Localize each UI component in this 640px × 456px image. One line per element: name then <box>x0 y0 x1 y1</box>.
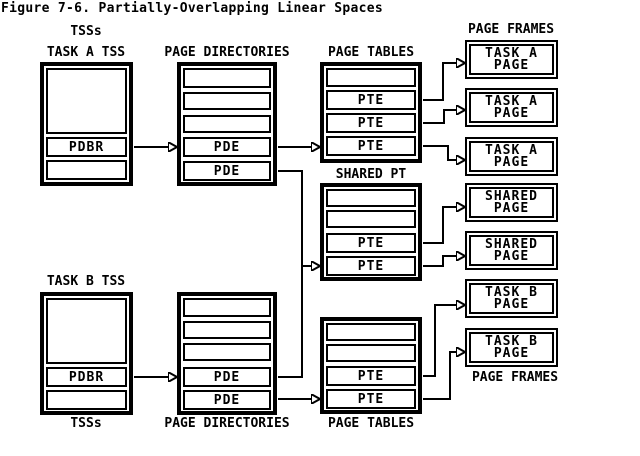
page-table-a-box: PTE PTE PTE <box>320 62 422 163</box>
pd-a-cell-pde-2: PDE <box>183 161 271 181</box>
tss-a-cell-empty-bottom <box>46 160 127 180</box>
pd-a-cell-2 <box>183 92 271 110</box>
label-page-tables-bottom: PAGE TABLES <box>327 416 415 431</box>
pt-b-cell-2 <box>326 344 416 362</box>
pd-b-cell-pde-2: PDE <box>183 390 271 410</box>
page-frame-label: SHARED <box>485 188 538 204</box>
page-table-shared-box: PTE PTE <box>320 183 422 281</box>
task-a-tss-box: PDBR <box>40 62 133 186</box>
pt-a-cell-pte-2: PTE <box>326 113 416 133</box>
label-shared-pt: SHARED PT <box>335 167 407 182</box>
pt-a-cell-pte-3: PTE <box>326 136 416 156</box>
label-page-frames-bottom: PAGE FRAMES <box>471 370 559 385</box>
label-page-directories-bottom: PAGE DIRECTORIES <box>164 416 290 431</box>
page-table-b-box: PTE PTE <box>320 317 422 414</box>
figure-title: Figure 7-6. Partially-Overlapping Linear… <box>1 1 383 16</box>
page-frame-label: SHARED <box>485 236 538 252</box>
pd-a-cell-3 <box>183 115 271 133</box>
page-frame-label: TASK A <box>485 45 538 61</box>
page-frame-label: TASK B <box>485 284 538 300</box>
line-shared-trunk-pde-a2-and-pde-b1 <box>278 170 303 378</box>
pt-shared-cell-pte-2: PTE <box>326 256 416 276</box>
tss-b-cell-empty-bottom <box>46 390 127 410</box>
pt-shared-cell-pte-1: PTE <box>326 233 416 253</box>
task-b-tss-inner-border <box>42 294 131 413</box>
label-task-a-tss: TASK A TSS <box>46 45 126 60</box>
page-directory-b-inner-border <box>179 294 275 413</box>
arrow-pte-a3-to-task-a-page-3 <box>423 145 456 160</box>
tss-a-cell-empty-top <box>46 68 127 134</box>
page-table-shared-inner-border <box>322 185 420 279</box>
arrow-pte-a2-to-task-a-page-2 <box>423 110 456 124</box>
pt-shared-cell-2 <box>326 210 416 228</box>
arrow-shared-pte-1-to-shared-page-1 <box>423 207 456 244</box>
page-directory-a-inner-border <box>179 64 275 184</box>
pt-b-cell-pte-2: PTE <box>326 389 416 409</box>
pd-b-cell-2 <box>183 321 271 339</box>
label-page-directories-top: PAGE DIRECTORIES <box>164 45 290 60</box>
pt-a-cell-1 <box>326 68 416 87</box>
arrow-pte-a1-to-task-a-page-1 <box>423 63 456 101</box>
tss-b-cell-pdbr: PDBR <box>46 367 127 387</box>
page-table-a-inner-border <box>322 64 420 161</box>
pd-a-cell-1 <box>183 68 271 88</box>
arrow-shared-pte-2-to-shared-page-2 <box>423 256 456 267</box>
tss-a-cell-pdbr: PDBR <box>46 137 127 157</box>
page-table-b-inner-border <box>322 319 420 412</box>
pd-b-cell-3 <box>183 343 271 361</box>
task-b-tss-box: PDBR <box>40 292 133 415</box>
pt-a-cell-pte-1: PTE <box>326 90 416 110</box>
pd-b-cell-1 <box>183 298 271 317</box>
pd-a-cell-pde-1: PDE <box>183 137 271 157</box>
page-frame-label: TASK A <box>485 93 538 109</box>
page-frame-label: TASK A <box>485 142 538 158</box>
label-tsss-bottom: TSSs <box>70 416 102 431</box>
page-frame-label: TASK B <box>485 333 538 349</box>
pt-shared-cell-1 <box>326 189 416 207</box>
label-task-b-tss: TASK B TSS <box>46 274 126 289</box>
label-tsss-top: TSSs <box>70 24 102 39</box>
page-directory-a-box: PDE PDE <box>177 62 277 186</box>
task-a-tss-inner-border <box>42 64 131 184</box>
pt-b-cell-1 <box>326 323 416 341</box>
page-directory-b-box: PDE PDE <box>177 292 277 415</box>
pt-b-cell-pte-1: PTE <box>326 366 416 386</box>
tss-b-cell-empty-top <box>46 298 127 364</box>
label-page-frames-top: PAGE FRAMES <box>467 22 555 37</box>
pd-b-cell-pde-1: PDE <box>183 367 271 387</box>
arrow-pte-b1-to-task-b-page-1 <box>423 305 456 377</box>
label-page-tables-top: PAGE TABLES <box>327 45 415 60</box>
